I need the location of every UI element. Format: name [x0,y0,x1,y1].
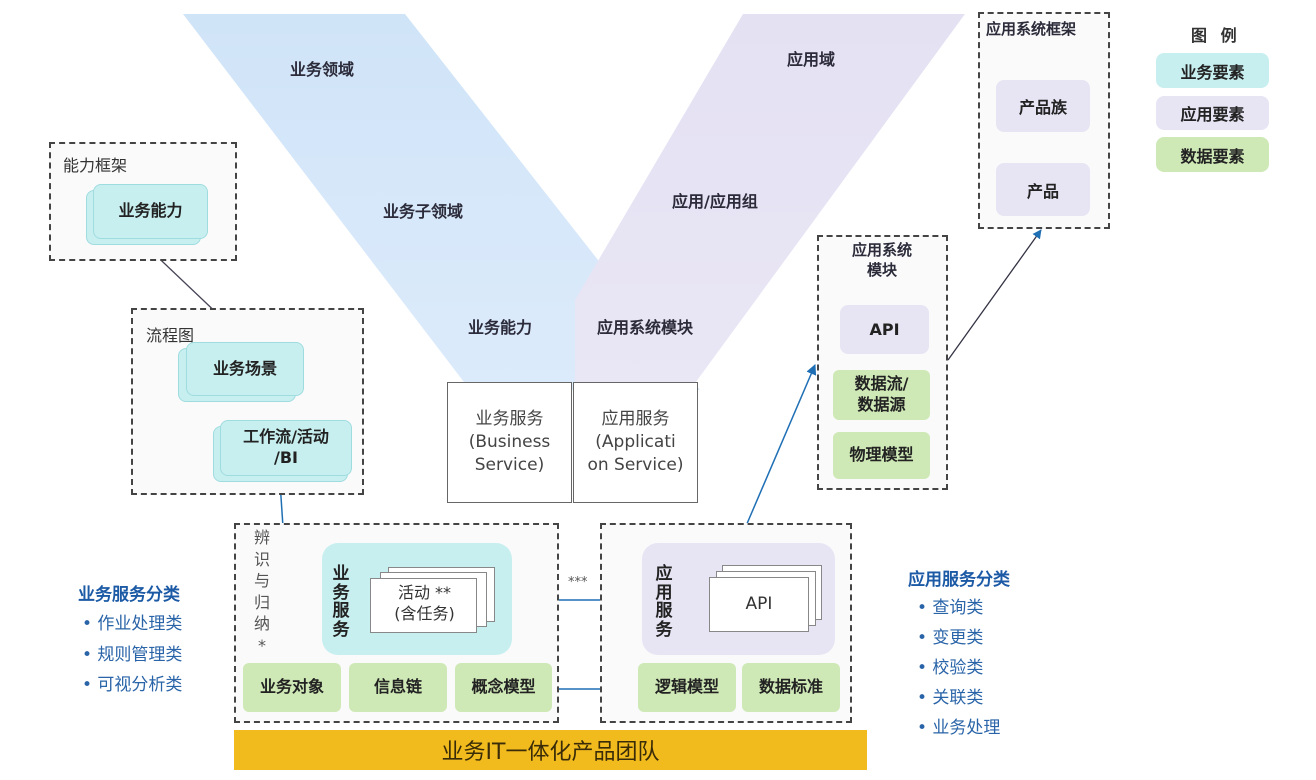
workflow-line-2: /BI [273,448,298,467]
application-service-en-1: (Applicati [595,432,676,453]
business-scenario-card: 业务场景 [186,342,304,396]
business-service-box: 业务服务 (Business Service) [447,382,572,503]
module-title-line-2: 模块 [866,261,897,280]
business-service-cn: 业务服务 [475,409,544,430]
application-service-categories-title: 应用服务分类 [908,570,1010,590]
legend-title: 图 例 [1191,26,1241,45]
product-family-card: 产品族 [996,80,1090,132]
business-capability-card: 业务能力 [93,184,208,239]
product-card: 产品 [996,163,1090,216]
workflow-line-1: 工作流/活动 [243,427,329,447]
application-category-item: • 关联类 [917,688,984,708]
app-system-module-title: 应用系统 模块 [838,240,926,281]
arrow-module-to-framework [947,229,1042,361]
application-category-item: • 业务处理 [917,718,1001,738]
dataflow-datasource-card: 数据流/ 数据源 [833,370,930,420]
application-service-cn: 应用服务 [601,409,670,430]
business-service-en-2: Service) [474,454,545,475]
business-subdomain-label: 业务子领域 [383,202,464,221]
business-service-vertical-title: 业 务 服 务 [332,564,350,641]
business-category-item: • 规则管理类 [82,645,183,665]
api-card [709,577,809,632]
legend-business-element: 业务要素 [1156,53,1269,88]
activity-card [370,578,477,633]
business-category-item: • 可视分析类 [82,675,183,695]
integrated-team-bar: 业务IT一体化产品团队 [234,730,867,770]
application-category-item: • 变更类 [917,628,984,648]
business-service-categories-title: 业务服务分类 [78,585,180,605]
connector-ellipsis-label: *** [568,575,588,590]
business-category-item: • 作业处理类 [82,614,183,634]
api-card-text: API [745,594,773,614]
application-module-band-label: 应用系统模块 [597,318,694,337]
business-domain-band [183,14,700,390]
logic-model-card: 逻辑模型 [638,663,736,712]
application-service-vertical-title: 应 用 服 务 [655,564,673,641]
legend-application-element: 应用要素 [1156,96,1269,130]
capability-framework-title: 能力框架 [63,156,128,175]
physical-model-card: 物理模型 [833,432,930,479]
concept-model-card: 概念模型 [455,663,552,712]
application-category-item: • 校验类 [917,658,984,678]
application-group-label: 应用/应用组 [672,192,758,211]
information-chain-card: 信息链 [349,663,447,712]
activity-text: 活动 ** (含任务) [372,583,477,625]
arrow-app-service-to-module [739,364,817,541]
application-service-en-2: on Service) [587,454,684,475]
module-title-line-1: 应用系统 [851,241,912,259]
dataflow-line-1: 数据流/ [854,374,909,394]
identify-summarize-label: 辨 识 与 归 纳 * [253,528,270,655]
application-service-box: 应用服务 (Applicati on Service) [573,382,698,503]
legend-data-element: 数据要素 [1156,137,1269,172]
app-system-framework-title: 应用系统框架 [986,20,1077,38]
activity-line-1: 活动 ** [397,583,452,602]
business-service-en-1: (Business [468,432,551,453]
dataflow-line-2: 数据源 [857,395,906,414]
business-capability-band-label: 业务能力 [468,318,533,337]
data-standard-card: 数据标准 [742,663,840,712]
activity-line-2: (含任务) [394,603,455,623]
application-category-item: • 查询类 [917,598,984,618]
application-domain-label: 应用域 [787,50,836,69]
business-object-card: 业务对象 [243,663,341,712]
business-domain-label: 业务领域 [290,60,355,79]
workflow-activity-bi-card: 工作流/活动 /BI [220,420,352,476]
process-map-title: 流程图 [146,326,195,345]
application-domain-band [575,14,965,390]
module-api-card: API [840,305,929,354]
